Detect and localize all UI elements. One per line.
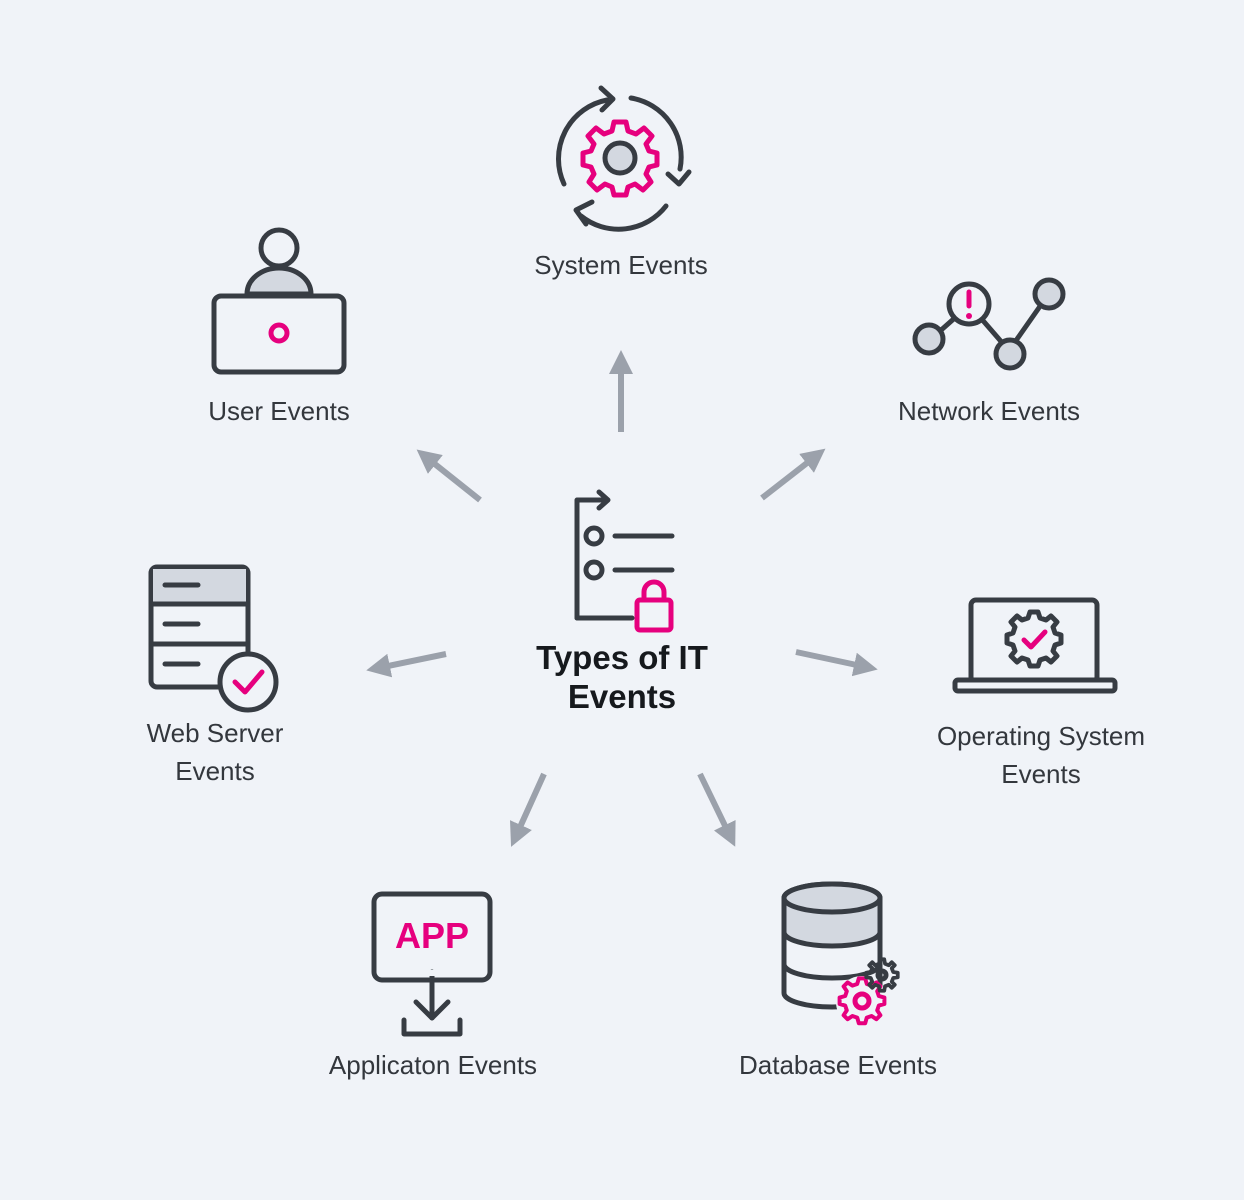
- node-user-events: User Events: [154, 226, 404, 430]
- laptop-gear-check-icon: [952, 597, 1118, 694]
- center-node: Types of IT Events: [497, 488, 747, 716]
- arrow-to-operating-system: [795, 649, 878, 677]
- label-system-events: System Events: [534, 250, 708, 280]
- arrow-to-database: [697, 772, 736, 847]
- node-database-events: Database Events: [708, 880, 968, 1084]
- app-download-icon: APP: [371, 891, 493, 1037]
- database-gears-icon: [781, 881, 900, 1028]
- arrow-to-web-server: [366, 651, 447, 678]
- arrow-to-application: [510, 772, 547, 847]
- label-application-events: Applicaton Events: [328, 1050, 538, 1080]
- web-server-check-icon: [148, 564, 279, 713]
- network-alert-icon: [912, 277, 1066, 371]
- diagram-title: Types of IT Events: [536, 639, 708, 715]
- label-operating-system-events: Operating System Events: [936, 721, 1146, 789]
- app-badge-text: APP: [395, 915, 469, 956]
- checklist-lock-icon: [574, 489, 675, 633]
- node-system-events: System Events: [471, 84, 771, 284]
- arrow-to-user: [416, 449, 482, 503]
- node-web-server-events: Web Server Events: [90, 564, 340, 790]
- node-operating-system-events: Operating System Events: [901, 596, 1181, 793]
- label-database-events: Database Events: [738, 1050, 937, 1080]
- label-user-events: User Events: [208, 396, 350, 426]
- node-application-events: APP Applicaton Events: [298, 890, 568, 1084]
- label-network-events: Network Events: [897, 396, 1081, 426]
- label-web-server-events: Web Server Events: [146, 718, 284, 786]
- arrow-to-network: [760, 448, 826, 501]
- node-network-events: Network Events: [864, 276, 1114, 430]
- gear-cycle-icon: [555, 85, 692, 232]
- user-laptop-icon: [211, 227, 347, 375]
